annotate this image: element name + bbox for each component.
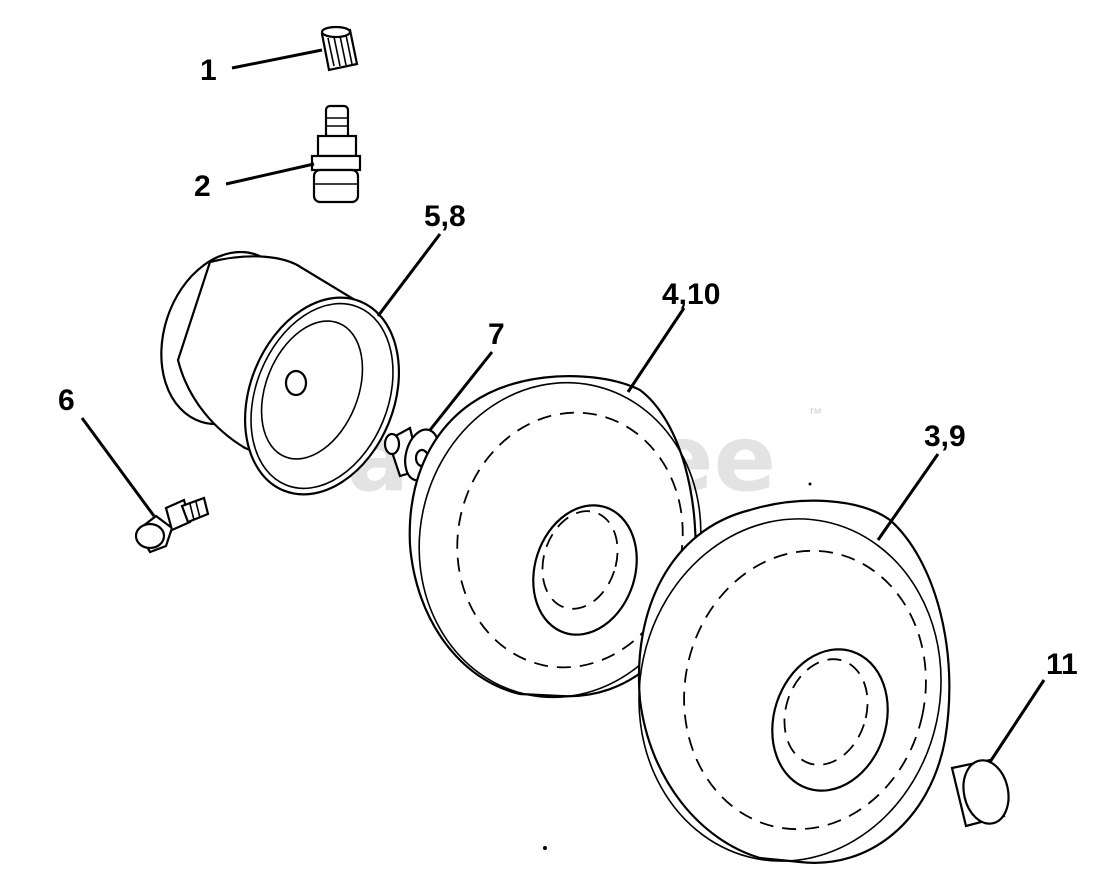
inner-tire-part (408, 375, 702, 699)
leader-line-5-8 (376, 233, 442, 317)
callout-11: 11 (1046, 648, 1078, 681)
leader-line-4-10 (626, 307, 686, 393)
callout-7: 7 (488, 318, 505, 351)
callout-1: 1 (200, 54, 217, 87)
leader-line-3-9 (876, 453, 940, 541)
watermark-trademark: ™ (808, 405, 822, 421)
leader-line-2 (225, 162, 315, 186)
speck (543, 846, 547, 850)
callout-2: 2 (194, 170, 211, 203)
valve-cap-part (320, 25, 359, 72)
callout-3-9: 3,9 (924, 420, 966, 453)
wheel-rim-part (160, 250, 401, 496)
valve-stem-part (310, 104, 362, 204)
leader-line-6 (80, 417, 156, 517)
callout-6: 6 (58, 384, 75, 417)
hub-cap-part (950, 758, 1010, 828)
leader-line-11 (988, 679, 1046, 763)
grease-fitting-part (134, 496, 210, 554)
leader-line-1 (231, 48, 323, 70)
callout-4-10: 4,10 (662, 278, 720, 311)
callout-5-8: 5,8 (424, 200, 466, 233)
leader-line-7 (428, 351, 494, 431)
speck (808, 482, 812, 486)
outer-tire-part (637, 499, 951, 864)
